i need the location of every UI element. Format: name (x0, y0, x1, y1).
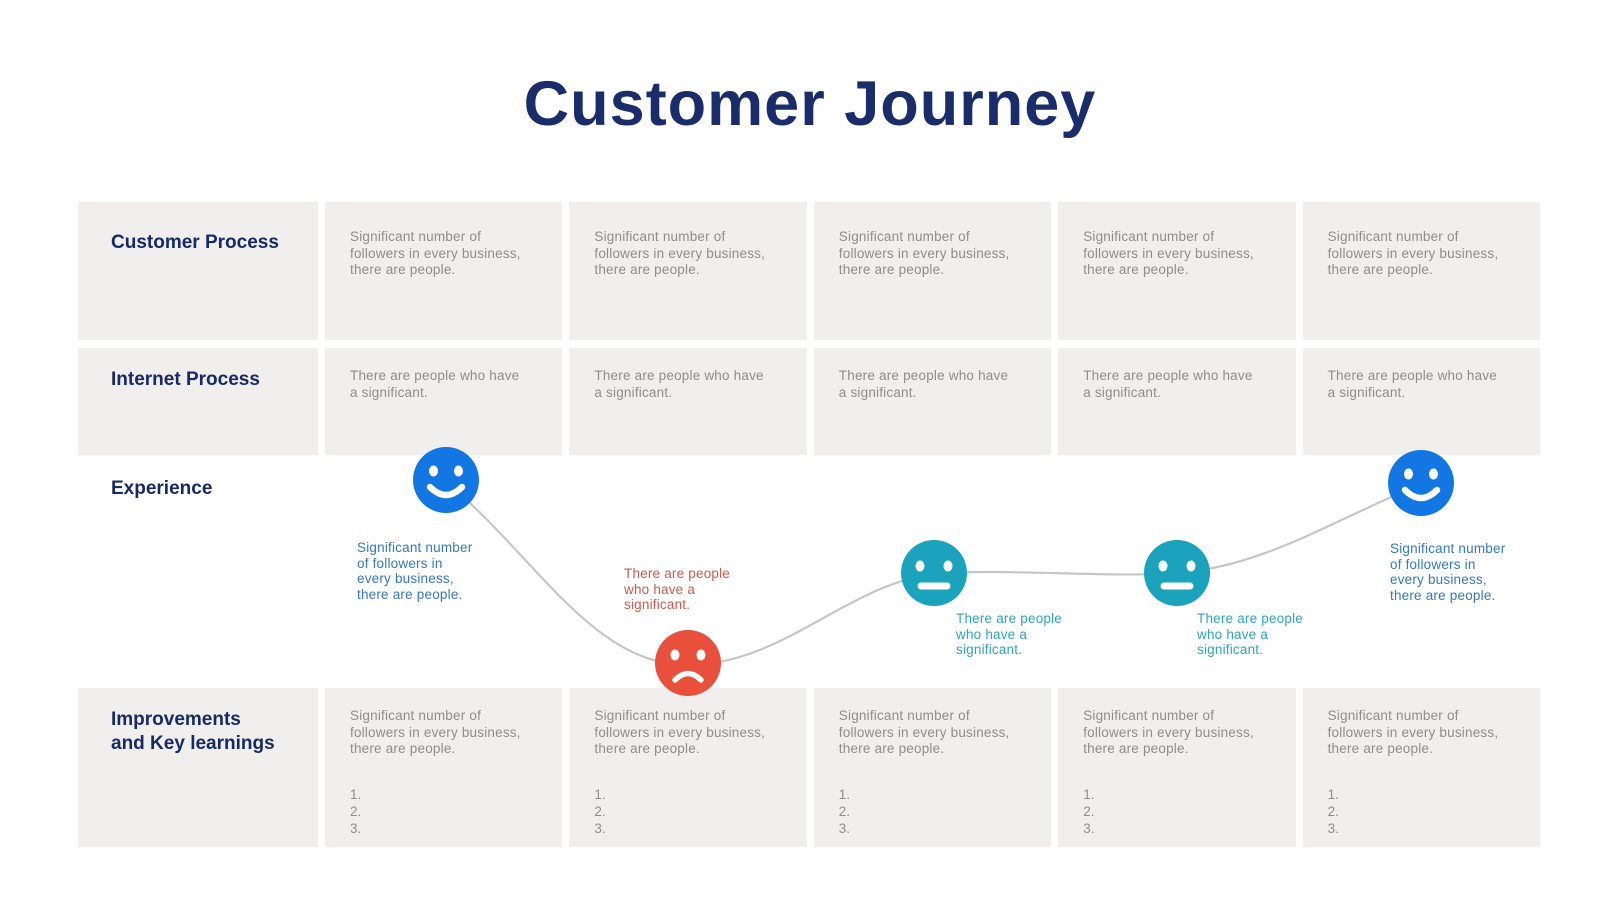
internet-process-cell: There are people who have a significant. (325, 348, 563, 455)
internet-process-cell: There are people who have a significant. (813, 348, 1052, 455)
journey-caption-1: Significant number of followers in every… (357, 540, 473, 602)
row-label-experience: Experience (111, 478, 213, 499)
page-title: Customer Journey (523, 69, 1097, 139)
improvements-cell: Significant number of followers in every… (813, 688, 1052, 847)
customer-process-row: Customer Process Significant number of f… (78, 202, 1540, 340)
journey-caption-5: Significant number of followers in every… (1390, 541, 1506, 603)
internet-process-cell: There are people who have a significant. (1058, 348, 1296, 455)
row-label-improvements: Improvements and Key learnings (78, 688, 318, 847)
customer-process-cell: Significant number of followers in every… (813, 202, 1052, 340)
key-learnings-list: 1. 2. 3. (594, 786, 606, 836)
improvements-cell: Significant number of followers in every… (325, 688, 563, 847)
customer-process-cell: Significant number of followers in every… (325, 202, 563, 340)
internet-process-cell: There are people who have a significant. (1302, 348, 1540, 455)
journey-caption-2: There are people who have a significant. (624, 566, 731, 612)
journey-caption-3: There are people who have a significant. (956, 611, 1063, 657)
journey-table: Customer Process Significant number of f… (78, 202, 1540, 847)
key-learnings-list: 1. 2. 3. (350, 786, 362, 836)
key-learnings-list: 1. 2. 3. (1327, 786, 1339, 836)
improvements-row: Improvements and Key learnings Significa… (78, 688, 1540, 847)
customer-process-cell: Significant number of followers in every… (1302, 202, 1540, 340)
improvements-cell: Significant number of followers in every… (1302, 688, 1540, 847)
key-learnings-list: 1. 2. 3. (1083, 786, 1095, 836)
internet-process-cell: There are people who have a significant. (569, 348, 807, 455)
internet-process-row: Internet Process There are people who ha… (78, 348, 1540, 455)
row-label-customer-process: Customer Process (78, 202, 318, 340)
key-learnings-list: 1. 2. 3. (838, 786, 851, 836)
row-label-internet-process: Internet Process (78, 348, 318, 455)
journey-caption-4: There are people who have a significant. (1197, 611, 1304, 657)
improvements-cell: Significant number of followers in every… (569, 688, 807, 847)
improvements-cell: Significant number of followers in every… (1058, 688, 1296, 847)
experience-row: Experience (78, 455, 1540, 688)
customer-process-cell: Significant number of followers in every… (569, 202, 807, 340)
customer-process-cell: Significant number of followers in every… (1058, 202, 1296, 340)
